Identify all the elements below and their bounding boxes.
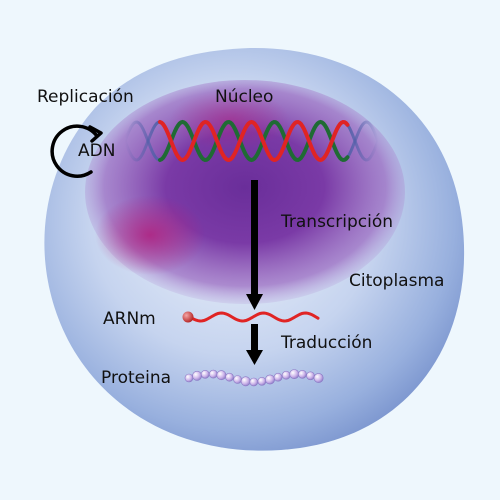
amino-acid-bead xyxy=(184,373,194,383)
amino-acid-bead xyxy=(240,376,251,387)
translation-label: Traducción xyxy=(281,333,373,353)
amino-acid-bead xyxy=(216,370,227,381)
amino-acid-bead xyxy=(192,370,202,381)
dna-faded-end-right xyxy=(343,120,380,162)
amino-acid-bead xyxy=(265,374,275,385)
amino-acid-bead xyxy=(281,370,291,380)
dna-strand-red xyxy=(158,119,350,163)
amino-acid-bead xyxy=(289,369,300,379)
amino-acid-bead xyxy=(225,372,234,382)
mrna-label: ARNm xyxy=(103,309,156,329)
amino-acid-bead xyxy=(306,371,315,381)
circular-arrow-icon xyxy=(50,124,103,178)
amino-acid-bead xyxy=(313,373,324,383)
amino-acid-bead xyxy=(298,369,307,379)
dna-double-helix xyxy=(123,119,380,163)
amino-acid-bead xyxy=(273,372,283,382)
nucleus-magenta-region xyxy=(95,195,205,275)
dna-faded-end-left xyxy=(123,120,163,162)
dna-strand-green xyxy=(158,119,350,163)
dna-faded-end-right xyxy=(343,120,380,162)
nucleus-label: Núcleo xyxy=(215,87,274,107)
transcription-arrow xyxy=(246,180,263,310)
dna-label: ADN xyxy=(78,141,116,161)
amino-acid-bead xyxy=(200,369,210,379)
cytoplasm-label: Citoplasma xyxy=(349,271,445,291)
replication-label: Replicación xyxy=(37,87,134,107)
amino-acid-bead xyxy=(233,375,242,384)
mrna-strand xyxy=(182,311,320,323)
amino-acid-bead xyxy=(209,369,218,379)
dna-faded-end-left xyxy=(123,120,163,162)
amino-acid-bead xyxy=(257,376,267,386)
amino-acid-bead xyxy=(249,377,259,387)
transcription-label: Transcripción xyxy=(281,212,394,232)
translation-arrow xyxy=(246,324,263,365)
protein-label: Proteina xyxy=(101,368,172,388)
protein-chain xyxy=(184,369,324,387)
mrna-5-cap xyxy=(182,311,194,323)
